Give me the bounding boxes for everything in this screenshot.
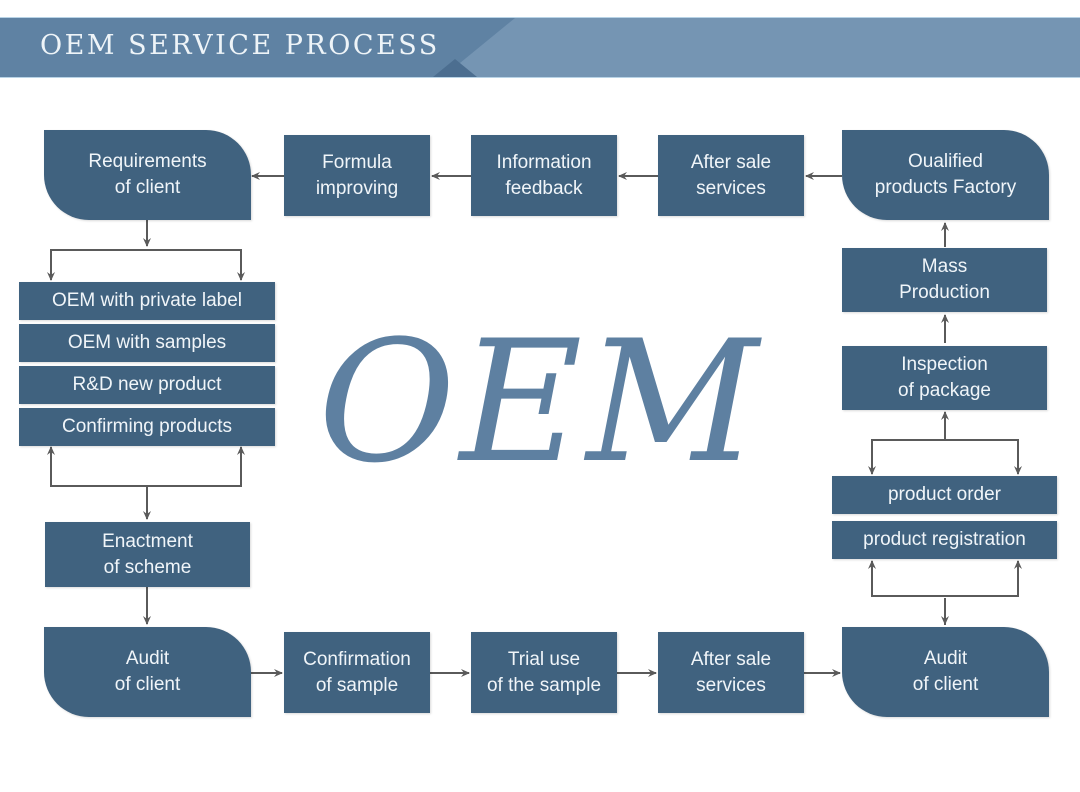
node-label: Enactment of scheme xyxy=(102,530,193,578)
node-mass-production: Mass Production xyxy=(842,248,1047,312)
node-label: Trial use of the sample xyxy=(486,648,602,696)
node-label: Requirements of client xyxy=(88,151,207,198)
node-label: Confirmation of sample xyxy=(303,648,411,696)
page-title: OEM SERVICE PROCESS xyxy=(40,30,440,61)
node-label: product order xyxy=(887,484,1001,505)
node-confirmation-of-sample: Confirmation of sample xyxy=(284,632,430,713)
split-bracket-top xyxy=(50,249,242,279)
node-label: After sale services xyxy=(690,648,772,696)
node-audit-of-client-right: Audit of client xyxy=(842,627,1049,717)
node-formula-improving: Formula improving xyxy=(284,135,430,216)
node-label: product registration xyxy=(863,529,1026,550)
node-label: Information feedback xyxy=(496,151,592,199)
option-oem-private-label: OEM with private label xyxy=(19,282,275,320)
join-bracket-bottom xyxy=(50,448,242,487)
node-after-sale-services-top: After sale services xyxy=(658,135,804,216)
option-label: R&D new product xyxy=(72,374,222,395)
option-label: OEM with samples xyxy=(67,332,227,353)
node-trial-use-of-sample: Trial use of the sample xyxy=(471,632,617,713)
node-product-registration: product registration xyxy=(832,521,1057,559)
node-label: Audit of client xyxy=(114,648,181,695)
node-product-order: product order xyxy=(832,476,1057,514)
node-qualified-products-factory: Oualified products Factory xyxy=(842,130,1049,220)
node-label: Oualified products Factory xyxy=(874,151,1017,198)
banner-triangle-decoration xyxy=(433,59,477,77)
node-inspection-of-package: Inspection of package xyxy=(842,346,1047,410)
node-audit-of-client-left: Audit of client xyxy=(44,627,251,717)
option-oem-with-samples: OEM with samples xyxy=(19,324,275,362)
node-after-sale-services-bottom: After sale services xyxy=(658,632,804,713)
node-label: After sale services xyxy=(690,151,772,199)
option-label: OEM with private label xyxy=(51,290,243,311)
bracket-order xyxy=(871,439,1019,472)
node-label: Inspection of package xyxy=(898,354,991,401)
header-banner: OEM SERVICE PROCESS xyxy=(0,17,1080,78)
oem-watermark: OEM xyxy=(318,304,763,500)
node-label: Mass Production xyxy=(899,256,990,303)
option-confirming-products: Confirming products xyxy=(19,408,275,446)
node-label: Audit of client xyxy=(912,648,979,695)
option-label: Confirming products xyxy=(61,416,233,437)
banner-dark-panel xyxy=(0,18,515,77)
node-requirements-of-client: Requirements of client xyxy=(44,130,251,220)
bracket-registration xyxy=(871,562,1019,597)
node-information-feedback: Information feedback xyxy=(471,135,617,216)
option-rd-new-product: R&D new product xyxy=(19,366,275,404)
node-enactment-of-scheme: Enactment of scheme xyxy=(45,522,250,587)
node-label: Formula improving xyxy=(315,151,399,199)
